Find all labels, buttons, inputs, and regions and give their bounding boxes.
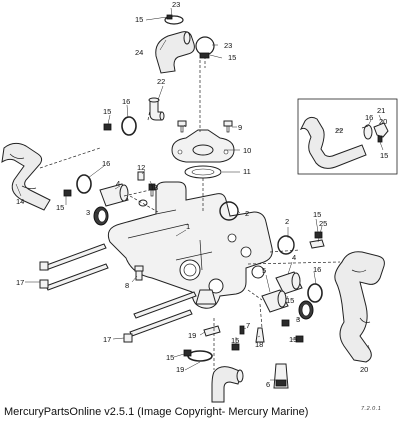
callout-19-lower: 19 xyxy=(176,365,184,374)
gasket-11 xyxy=(184,165,222,179)
callout-15-lower: 15 xyxy=(289,335,297,344)
callout-18: 18 xyxy=(255,340,263,349)
callout-11: 11 xyxy=(243,167,251,176)
seal-3-right xyxy=(298,300,314,320)
fitting-15-lowright xyxy=(281,319,290,327)
top-clamp-23 xyxy=(164,14,184,25)
sensor-18 xyxy=(255,327,265,343)
top-clamp-ring-23 xyxy=(195,36,215,59)
fitting-19-upper xyxy=(203,325,221,337)
callout-24: 24 xyxy=(135,48,143,57)
callout-25: 25 xyxy=(319,219,327,228)
stud-8 xyxy=(134,265,144,281)
callout-16-right: 16 xyxy=(313,265,321,274)
callout-23-top: 23 xyxy=(172,0,180,9)
callout-15-right: 15 xyxy=(313,210,321,219)
seal-3-left xyxy=(93,206,109,226)
fitting-15-lower xyxy=(295,335,304,343)
bolt-17-lower-b xyxy=(133,291,197,319)
o-ring-2-right xyxy=(277,235,295,255)
callout-17-lower: 17 xyxy=(103,335,111,344)
callout-3-right: 3 xyxy=(296,315,300,324)
copyright-caption: MercuryPartsOnline v2.5.1 (Image Copyrig… xyxy=(4,406,309,418)
main-housing-1 xyxy=(107,181,273,309)
callout-15-top: 15 xyxy=(135,15,143,24)
clamp-16-right xyxy=(307,283,323,303)
callout-16-mid: 16 xyxy=(102,159,110,168)
callout-4-left: 4 xyxy=(116,179,120,188)
callout-15-inset: 15 xyxy=(380,151,388,160)
bolt-9-left xyxy=(177,120,187,133)
top-elbow-hose xyxy=(155,31,195,74)
callout-15-upper: 15 xyxy=(103,107,111,116)
callout-22: 22 xyxy=(157,77,165,86)
callout-4-right: 4 xyxy=(292,253,296,262)
fitting-15-center xyxy=(231,343,240,351)
callout-15-lowleft: 15 xyxy=(166,353,174,362)
clamp-19-lower xyxy=(187,350,213,362)
callout-23-ring: 23 xyxy=(224,41,232,50)
fitting-15-mid xyxy=(63,189,72,197)
sender-6 xyxy=(273,363,289,389)
elbow-fitting-22 xyxy=(148,97,165,121)
callout-20-inset: 20 xyxy=(379,117,387,126)
lower-elbow-hose xyxy=(211,366,244,403)
callout-labels: 23 15 24 23 15 22 16 15 9 10 11 22 21 16… xyxy=(16,0,388,389)
callout-15-ring: 15 xyxy=(228,53,236,62)
clamp-16-mid xyxy=(76,174,92,194)
spacer-5 xyxy=(261,289,289,313)
bolt-9-right xyxy=(223,120,233,133)
callout-21: 21 xyxy=(377,106,385,115)
clip-25 xyxy=(309,239,325,249)
callout-6: 6 xyxy=(266,380,270,389)
callout-19-upper: 19 xyxy=(188,331,196,340)
clamp-16-upper xyxy=(121,116,137,136)
callout-12: 12 xyxy=(137,163,145,172)
plug-13 xyxy=(148,183,156,197)
callout-3-left: 3 xyxy=(86,208,90,217)
callout-7: 7 xyxy=(246,321,250,330)
callout-17-upper: 17 xyxy=(16,278,24,287)
inset-clamp xyxy=(361,124,373,140)
callout-2-top: 2 xyxy=(245,209,249,218)
fitting-12 xyxy=(137,171,145,181)
cover-10 xyxy=(171,129,235,163)
callout-5: 5 xyxy=(262,266,266,275)
hose-20-right xyxy=(334,251,385,363)
spacer-4-right xyxy=(275,271,303,295)
callout-2-right: 2 xyxy=(285,217,289,226)
diagram-id-mark: 7.2.0.1 xyxy=(361,406,382,412)
bolt-17-upper xyxy=(39,243,107,271)
assembly-lines xyxy=(39,56,341,370)
callout-10: 10 xyxy=(243,146,251,155)
hose-14 xyxy=(1,142,51,211)
spacer-4-left xyxy=(99,183,129,207)
callout-8: 8 xyxy=(125,281,129,290)
bolt-17-upper-b xyxy=(39,263,109,291)
callout-13: 13 xyxy=(150,183,158,192)
leader-lines xyxy=(15,7,384,381)
callout-14: 14 xyxy=(16,197,24,206)
inset-elbow-hose xyxy=(299,116,367,169)
callout-9: 9 xyxy=(238,123,242,132)
callout-22-inset: 22 xyxy=(335,126,343,135)
washer-ring xyxy=(138,199,148,207)
callout-15-lowright: 15 xyxy=(286,296,294,305)
inset-fitting xyxy=(373,122,389,143)
callout-16-inset: 16 xyxy=(365,113,373,122)
callout-15-center: 15 xyxy=(231,336,239,345)
fitting-15-right xyxy=(314,231,323,239)
callout-20: 20 xyxy=(360,365,368,374)
callout-15-mid: 15 xyxy=(56,203,64,212)
callout-1: 1 xyxy=(186,222,190,231)
callout-16-upper: 16 xyxy=(122,97,130,106)
fitting-15-upper xyxy=(103,123,112,131)
bolt-17-lower xyxy=(123,309,193,343)
fitting-15-lowleft xyxy=(183,349,192,357)
